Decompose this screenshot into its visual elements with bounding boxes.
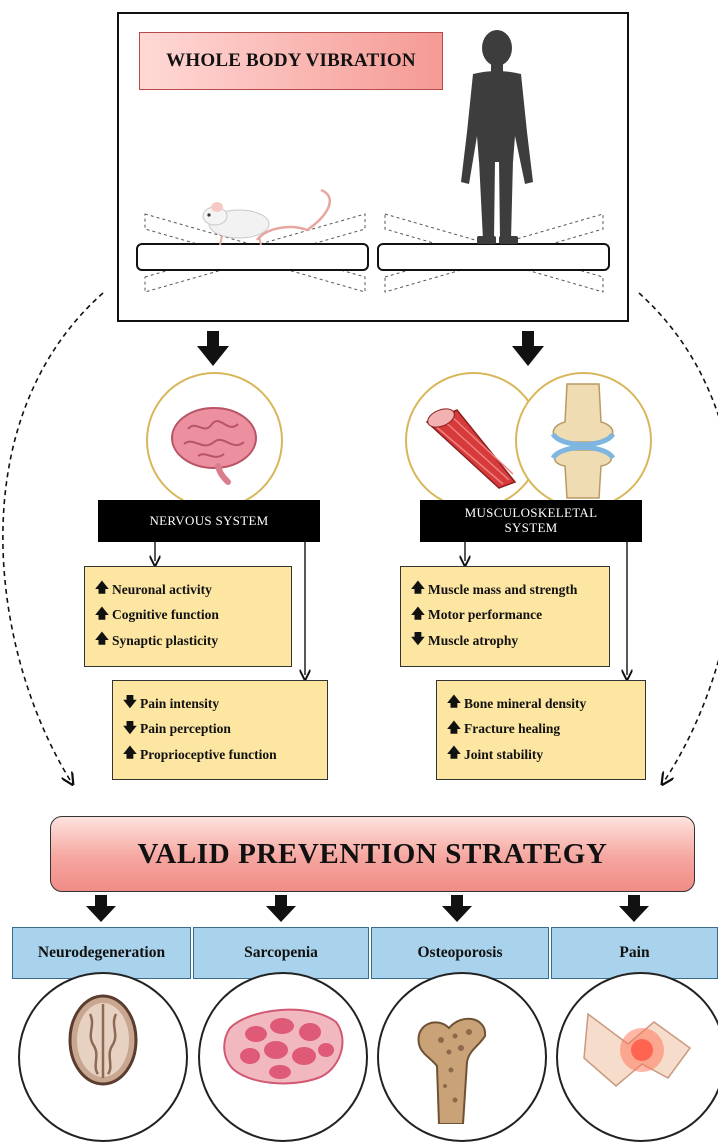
muscle-tissue-icon <box>223 1008 344 1085</box>
arrow-to-osteoporosis <box>442 895 472 922</box>
effect-item: 🡇Pain perception <box>123 717 319 743</box>
effect-item: 🡅Neuronal activity <box>95 577 283 603</box>
arrow-to-neurodegeneration <box>86 895 116 922</box>
arrow-up-icon: 🡅 <box>447 719 461 735</box>
effect-item: 🡇Pain intensity <box>123 691 319 717</box>
effect-item: 🡅Fracture healing <box>447 717 637 743</box>
nervous-primary-effects: 🡅Neuronal activity 🡅Cognitive function 🡅… <box>84 566 292 667</box>
prevention-strategy-banner: VALID PREVENTION STRATEGY <box>50 816 695 892</box>
effect-item: 🡇Muscle atrophy <box>411 628 601 654</box>
flow-connectors <box>2 292 718 922</box>
arrow-down-icon: 🡇 <box>123 694 137 710</box>
brain-scan-icon <box>68 994 138 1086</box>
brain-icon <box>171 407 257 485</box>
arrow-to-sarcopenia <box>266 895 296 922</box>
arrow-up-icon: 🡅 <box>411 605 425 621</box>
neurodegeneration-circle <box>18 972 188 1142</box>
arrow-to-nervous <box>197 331 229 366</box>
right-vibration-platform <box>377 213 610 293</box>
arrow-up-icon: 🡅 <box>447 745 461 761</box>
effect-item: 🡅Proprioceptive function <box>123 742 319 768</box>
human-silhouette-icon <box>461 30 533 244</box>
joint-circle <box>515 372 652 509</box>
nervous-secondary-effects: 🡇Pain intensity 🡇Pain perception 🡅Propri… <box>112 680 328 780</box>
sarcopenia-circle <box>198 972 368 1142</box>
effect-item: 🡅Muscle mass and strength <box>411 577 601 603</box>
condition-pain: Pain <box>551 927 718 979</box>
vibration-platforms-illustration <box>136 30 610 293</box>
left-vibration-platform <box>136 213 369 293</box>
wbv-title: WHOLE BODY VIBRATION <box>139 32 443 90</box>
effect-item: 🡅Motor performance <box>411 603 601 629</box>
left-dashed-connector <box>2 292 104 780</box>
femur-bone-icon <box>417 1017 487 1124</box>
arrow-down-icon: 🡇 <box>123 719 137 735</box>
musculoskeletal-secondary-effects: 🡅Bone mineral density 🡅Fracture healing … <box>436 680 646 780</box>
arrow-down-icon: 🡇 <box>411 631 425 647</box>
effect-item: 🡅Synaptic plasticity <box>95 628 283 654</box>
musculoskeletal-primary-effects: 🡅Muscle mass and strength 🡅Motor perform… <box>400 566 610 667</box>
rat-icon <box>202 188 332 246</box>
arrow-to-musculoskeletal <box>512 331 544 366</box>
arrow-to-pain <box>619 895 649 922</box>
effect-item: 🡅Cognitive function <box>95 603 283 629</box>
arrow-up-icon: 🡅 <box>95 631 109 647</box>
brain-circle <box>146 372 283 509</box>
arrow-up-icon: 🡅 <box>95 580 109 596</box>
effect-item: 🡅Bone mineral density <box>447 691 637 717</box>
musculoskeletal-system-label: MUSCULOSKELETAL SYSTEM <box>420 500 642 542</box>
knee-pain-icon <box>583 1012 692 1087</box>
condition-osteoporosis: Osteoporosis <box>371 927 549 979</box>
nervous-system-label: NERVOUS SYSTEM <box>98 500 320 542</box>
osteoporosis-circle <box>377 972 547 1142</box>
muscle-fiber-icon <box>425 408 517 489</box>
effect-item: 🡅Joint stability <box>447 742 637 768</box>
arrow-up-icon: 🡅 <box>123 745 137 761</box>
right-dashed-connector <box>638 292 718 780</box>
arrow-up-icon: 🡅 <box>411 580 425 596</box>
arrow-up-icon: 🡅 <box>447 694 461 710</box>
arrow-up-icon: 🡅 <box>95 605 109 621</box>
pain-circle <box>556 972 718 1142</box>
knee-joint-icon <box>550 383 616 499</box>
